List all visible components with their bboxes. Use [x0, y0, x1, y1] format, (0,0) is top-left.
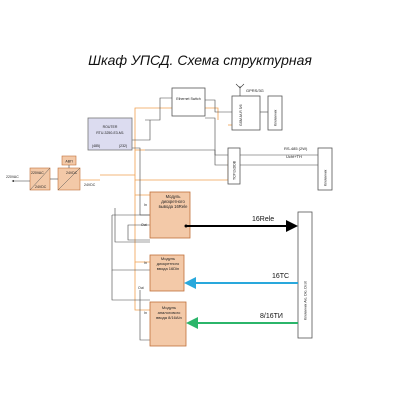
- power-supply-2: 24VDC: [57, 167, 81, 191]
- ethernet-switch: Ethernet Switch: [171, 87, 206, 117]
- signal-16rele-label: 16Rele: [252, 216, 274, 223]
- router-model: RTU-3250-E3-M1: [96, 131, 124, 135]
- klemmnik-mid: Клеммник: [317, 147, 333, 191]
- signal-16rele: 16Rele: [184, 216, 298, 232]
- power-supply-1: 220VAC 24VDC: [29, 167, 51, 191]
- signal-8-16ti: 8/16TИ: [186, 313, 298, 329]
- gsm-modem: GSM-M-R 5/6: [231, 95, 261, 131]
- module-relay-output: Модуль дискретного вывода 16Rele In Out: [141, 191, 191, 239]
- router-port-485: (485): [92, 144, 100, 148]
- module-analog-input: Модуль аналогового ввода 8/16AIn In: [144, 301, 187, 347]
- dc-line-label: 24VDC: [84, 183, 96, 187]
- module1-label: Модуль дискретного вывода 16Rele: [158, 194, 188, 209]
- tcp-converter: TCP/2xDDB: [227, 147, 241, 185]
- antenna-icon: [235, 83, 245, 96]
- router-block: ROUTER RTU-3250-E3-M1 (485) (232): [87, 117, 133, 151]
- klemmnik-top: Клеммник: [267, 95, 283, 131]
- signal-16tc: 16TC: [184, 273, 298, 289]
- module2-out: Out: [138, 286, 144, 290]
- klemmnik-mid-label: Клеммник: [324, 169, 328, 186]
- router-port-232: (232): [119, 144, 127, 148]
- converter-label: TCP/2xDDB: [233, 160, 237, 180]
- ac-input-label: 220VAC: [6, 175, 19, 179]
- module2-in: In: [144, 261, 147, 265]
- rs485-label: RS-485 (2W): [284, 146, 308, 151]
- ethernet-switch-label: Ethernet Switch: [176, 97, 201, 101]
- psu1-in-label: 220VAC: [31, 171, 44, 175]
- klemmnik-right: Клеммник Aio, Dio, Dcot: [297, 211, 313, 339]
- gsm-modem-label: GSM-M-R 5/6: [239, 104, 243, 126]
- module3-label: Модуль аналогового ввода 8/16AIn: [156, 306, 182, 320]
- router-title: ROUTER: [103, 125, 118, 129]
- klemmnik-right-label: Клеммник Aio, Dio, Dcot: [304, 281, 308, 320]
- module-discrete-input: Модуль дискретного ввода 16Din In Out: [138, 254, 185, 292]
- signal-16tc-label: 16TC: [272, 273, 289, 280]
- module1-in: In: [144, 203, 147, 207]
- module2-label: Модуль дискретного ввода 16Din: [156, 257, 180, 271]
- gray-wiring: [111, 97, 318, 341]
- klemmnik-top-label: Клеммник: [274, 109, 278, 126]
- psu2-out-label: 24VDC: [66, 171, 78, 175]
- module3-in: In: [144, 311, 147, 315]
- avr-block: АВП: [61, 155, 77, 166]
- rs485-sublabel: Ucht+TH: [286, 154, 302, 159]
- gprs-label: GPRS/3G: [246, 88, 264, 93]
- page-title: Шкаф УПСД. Схема структурная: [88, 52, 312, 68]
- psu1-out-label: 24VDC: [35, 185, 47, 189]
- avr-label: АВП: [65, 160, 73, 164]
- module1-out: Out: [141, 223, 147, 227]
- signal-8-16ti-label: 8/16TИ: [260, 313, 283, 320]
